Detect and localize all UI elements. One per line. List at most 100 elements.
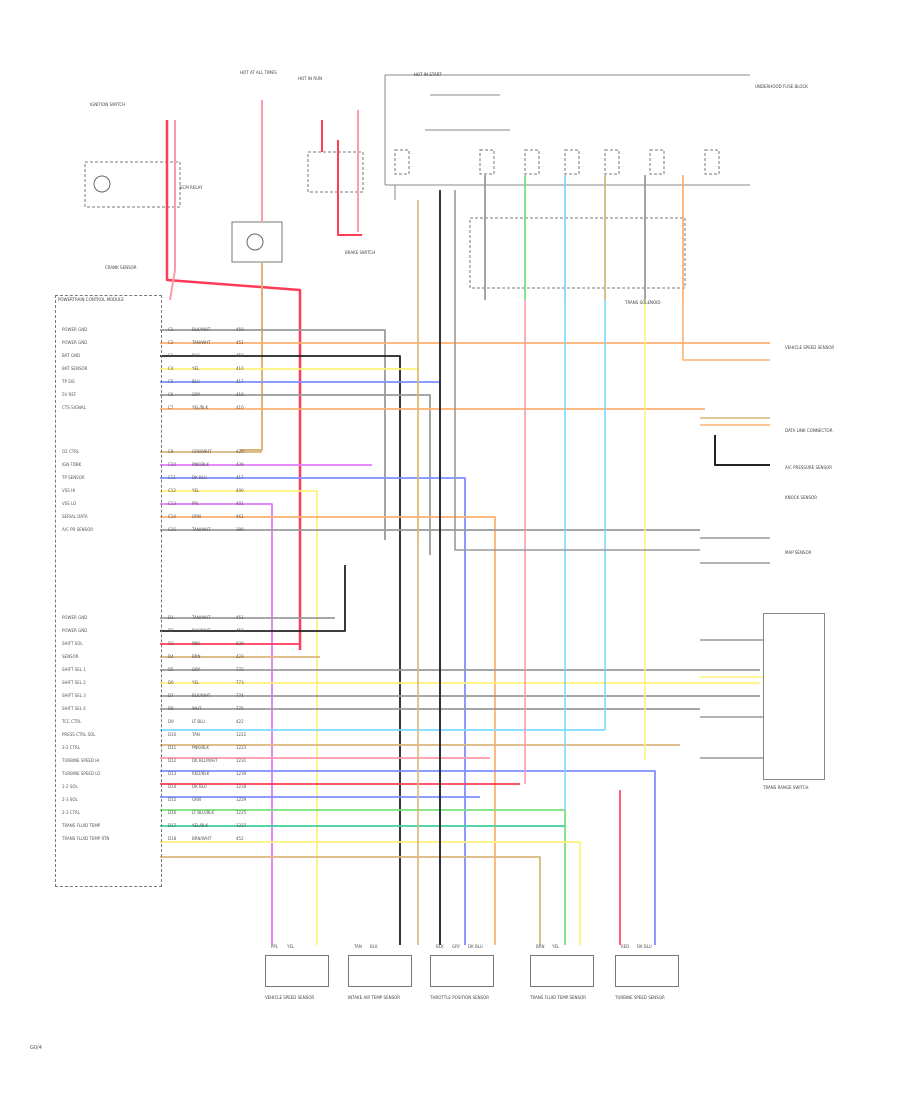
ecm-pin-label: TURBINE SPEED LO: [62, 771, 101, 776]
fuse-1: [394, 149, 410, 175]
ecm-pin-circuit: 1222: [236, 732, 247, 737]
ecm-pin-circuit: 1223: [236, 745, 247, 750]
ecm-pin-number: C1: [168, 327, 174, 332]
ecm-pin-label: SHIFT SOL: [62, 641, 83, 646]
ecm-pin-circuit: 410: [236, 366, 244, 371]
ecm-pin-wire-color: DK BLU/WHT: [192, 758, 218, 763]
ecm-pin-wire-color: BLK/WHT: [192, 327, 211, 332]
ignition-switch-symbol: [93, 175, 111, 193]
label-fuse-block: UNDERHOOD FUSE BLOCK: [755, 84, 808, 89]
ecm-pin-circuit: 452: [236, 836, 244, 841]
ecm-wire-row-3: [160, 355, 401, 945]
ecm-pin-label: TRANS FLUID TEMP: [62, 823, 101, 828]
label-ac-pressure-sensor: A/C PRESSURE SENSOR: [785, 465, 832, 470]
ecm-pin-circuit: 420: [236, 449, 244, 454]
ecm-pin-circuit: 439: [236, 462, 244, 467]
ecm-pin-number: C10: [168, 462, 176, 467]
ecm-wire-row-1: [160, 329, 386, 540]
ecm-pin-wire-color: TAN/WHT: [192, 527, 211, 532]
bottom-sensor-box: [430, 955, 494, 987]
ecm-pin-circuit: 772: [236, 667, 244, 672]
label-trans-range-switch: TRANS RANGE SWITCH: [763, 785, 809, 790]
ecm-pin-number: D4: [168, 654, 174, 659]
wire-pink-ign: [169, 120, 176, 301]
ecm-pin-wire-color: RED/BLK: [192, 771, 210, 776]
ecm-pin-number: C9: [168, 449, 174, 454]
ecm-pin-wire-color: WHT: [192, 706, 202, 711]
wire-red-brake-out: [337, 140, 362, 236]
ecm-wire-row-16: [160, 565, 346, 632]
brake-switch-box: [307, 151, 364, 193]
ecm-pin-wire-color: DK BLU: [192, 784, 207, 789]
ecm-pin-label: 2-3 SOL: [62, 797, 78, 802]
ecm-wire-row-11: [160, 490, 318, 945]
ecm-pin-number: D10: [168, 732, 177, 737]
bottom-sensor-wire-label: BRN: [536, 944, 545, 949]
ecm-pin-label: SERIAL DATA: [62, 514, 88, 519]
ecm-pin-circuit: 1230: [236, 771, 247, 776]
ecm-pin-label: PRESS CTRL SOL: [62, 732, 96, 737]
ecm-wire-row-10: [160, 477, 466, 945]
ecm-pin-label: 5V REF: [62, 392, 77, 397]
bottom-sensor-wire-label: DK BLU: [468, 944, 483, 949]
ecm-pin-label: A/C PR SENSOR: [62, 527, 94, 532]
ecm-pin-number: D17: [168, 823, 177, 828]
ecm-pin-circuit: 380: [236, 527, 244, 532]
ecm-pin-number: D9: [168, 719, 174, 724]
ecm-pin-circuit: 1228: [236, 784, 247, 789]
ecm-pin-number: D1: [168, 615, 174, 620]
ecm-pin-label: CTS SIGNAL: [62, 405, 86, 410]
ecm-pin-circuit: 450: [236, 353, 244, 358]
ecm-pin-wire-color: YEL: [192, 680, 200, 685]
ecm-pin-number: C4: [168, 366, 174, 371]
ecm-pin-wire-color: PPL: [192, 501, 200, 506]
label-crank-sensor: CRANK SENSOR: [105, 265, 137, 270]
ecm-pin-circuit: 839: [236, 641, 244, 646]
ecm-pin-label: BAT GND: [62, 353, 81, 358]
ecm-pin-number: D2: [168, 628, 174, 633]
ecm-pin-circuit: 1227: [236, 823, 247, 828]
ecm-pin-circuit: 773: [236, 680, 244, 685]
ecm-pin-number: C2: [168, 340, 174, 345]
ecm-title: POWERTRAIN CONTROL MODULE: [58, 297, 124, 302]
label-brake-switch: BRAKE SWITCH: [345, 250, 376, 255]
label-hot-in-start: HOT IN START: [414, 72, 442, 77]
ecm-pin-number: D7: [168, 693, 174, 698]
ecm-pin-circuit: 416: [236, 392, 244, 397]
ecm-pin-wire-color: YEL: [192, 488, 200, 493]
fuse-5: [604, 149, 620, 175]
ecm-pin-circuit: 450: [236, 327, 244, 332]
ecm-pin-circuit: 1231: [236, 758, 247, 763]
ecm-pin-circuit: 410: [236, 405, 244, 410]
bottom-sensor-label: THROTTLE POSITION SENSOR: [430, 995, 490, 1000]
bottom-sensor-label: INTAKE AIR TEMP SENSOR: [348, 995, 401, 1000]
ecm-pin-circuit: 774: [236, 693, 244, 698]
bottom-sensor-box: [530, 955, 594, 987]
ecm-pin-label: TCC CTRL: [62, 719, 82, 724]
ecm-pin-wire-color: ORN: [192, 514, 201, 519]
ecm-pin-wire-color: BLK/WHT: [192, 693, 211, 698]
bottom-sensor-box: [265, 955, 329, 987]
ecm-pin-number: D6: [168, 680, 174, 685]
label-hot-in-run: HOT IN RUN: [298, 76, 323, 81]
ecm-wire-row-31: [160, 841, 581, 945]
ecm-pin-wire-color: YEL: [192, 366, 200, 371]
bottom-sensor-label: TURBINE SPEED SENSOR: [615, 995, 665, 1000]
ecm-pin-wire-color: LT BLU/BLK: [192, 810, 215, 815]
bottom-sensor-label: VEHICLE SPEED SENSOR: [265, 995, 315, 1000]
ecm-pin-number: C12: [168, 488, 176, 493]
ecm-pin-number: D16: [168, 810, 177, 815]
wire-gray-map: [454, 190, 700, 551]
ecm-wire-row-12: [160, 503, 273, 945]
ecm-pin-label: SHIFT SEL 4: [62, 706, 86, 711]
ecm-pin-wire-color: PNK: [192, 641, 201, 646]
ecm-pin-label: SENSOR: [62, 654, 79, 659]
ecm-pin-number: D5: [168, 667, 174, 672]
ecm-pin-label: TURBINE SPEED HI: [62, 758, 100, 763]
ecm-pin-wire-color: GRN: [192, 797, 201, 802]
ecm-pin-label: VSS HI: [62, 488, 76, 493]
ecm-pin-number: D12: [168, 758, 177, 763]
ecm-pin-circuit: 400: [236, 488, 244, 493]
ecm-pin-circuit: 1229: [236, 797, 247, 802]
